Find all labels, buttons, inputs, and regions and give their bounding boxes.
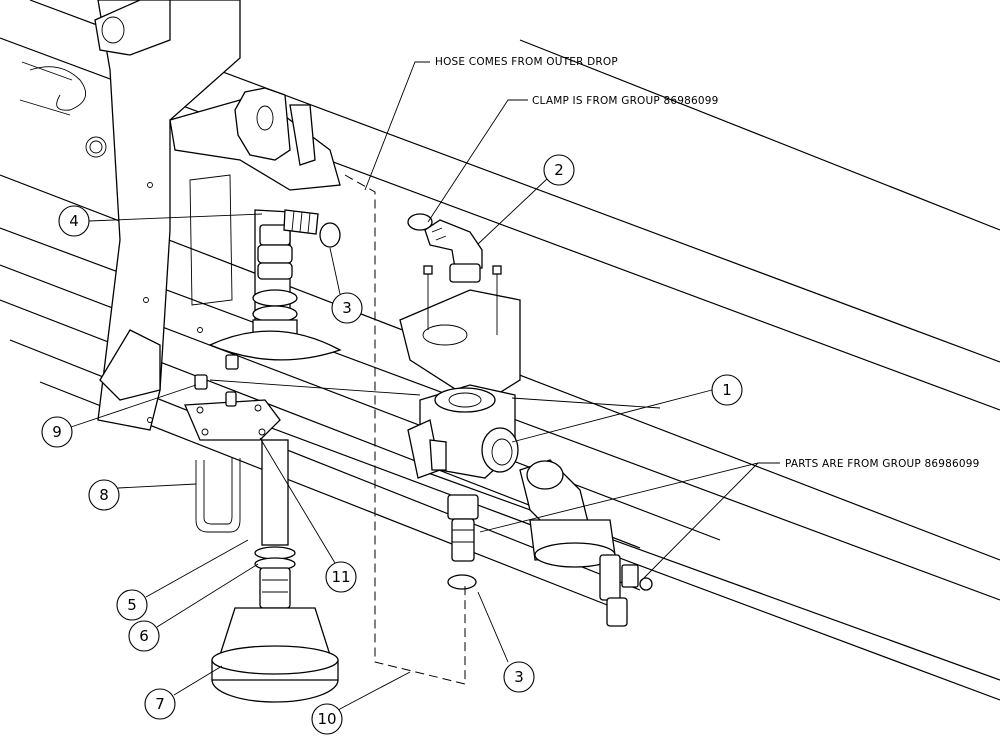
lower-nozzle-assembly [195, 439, 339, 703]
callout-2: 2 [554, 161, 564, 179]
callout-1: 1 [722, 381, 732, 399]
drop-stand [208, 209, 342, 361]
callout-6: 6 [139, 627, 149, 645]
callout-10: 10 [317, 710, 336, 728]
lower-barb [447, 494, 479, 590]
callout-11: 11 [331, 568, 350, 586]
callout-3-lower: 3 [514, 668, 524, 686]
valve-assembly [399, 265, 653, 627]
callout-8: 8 [99, 486, 109, 504]
hose-path [344, 174, 466, 685]
callout-3-upper: 3 [342, 299, 352, 317]
note-parts: PARTS ARE FROM GROUP 86986099 [785, 458, 980, 470]
mounting-plate [184, 354, 421, 441]
upper-elbow [319, 213, 483, 283]
notes: HOSE COMES FROM OUTER DROP CLAMP IS FROM… [364, 56, 980, 583]
callout-5: 5 [127, 596, 137, 614]
callout-9: 9 [52, 423, 62, 441]
callouts: 1 2 3 3 4 5 6 7 8 9 [41, 154, 743, 735]
note-hose: HOSE COMES FROM OUTER DROP [435, 56, 618, 68]
callout-7: 7 [155, 695, 165, 713]
mounting-bracket [19, 0, 341, 431]
callout-4: 4 [69, 212, 79, 230]
note-clamp: CLAMP IS FROM GROUP 86986099 [532, 95, 719, 107]
